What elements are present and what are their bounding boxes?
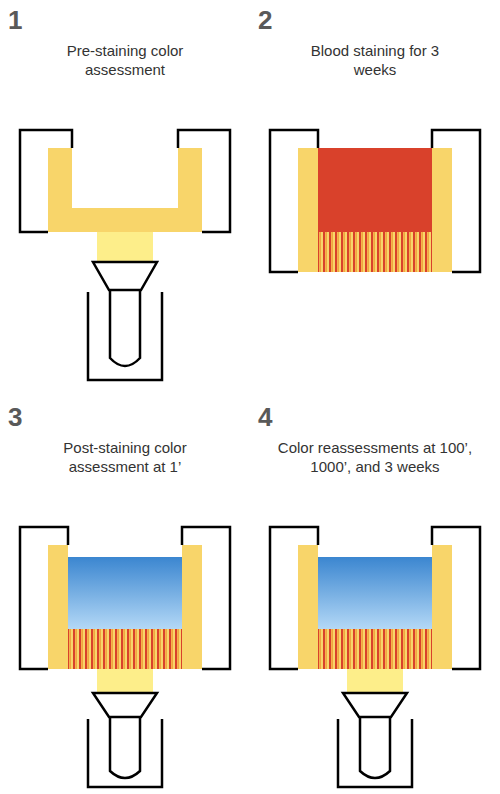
panel-caption: Color reassessments at 100’, 1000’, and …	[275, 439, 475, 477]
panel-caption: Post-staining color assessment at 1’	[40, 439, 210, 477]
panel-caption: Blood staining for 3 weeks	[300, 42, 450, 80]
panel-number: 2	[258, 4, 298, 37]
panel-two-holder	[270, 130, 480, 272]
panel-three-holder	[20, 527, 230, 787]
panel-four-holder	[270, 527, 480, 787]
panel-caption: Pre-staining color assessment	[50, 42, 200, 80]
panel-number: 3	[8, 401, 48, 434]
panel-number: 4	[258, 401, 298, 434]
panel-number: 1	[8, 4, 48, 37]
panel-one-holder	[20, 130, 230, 380]
